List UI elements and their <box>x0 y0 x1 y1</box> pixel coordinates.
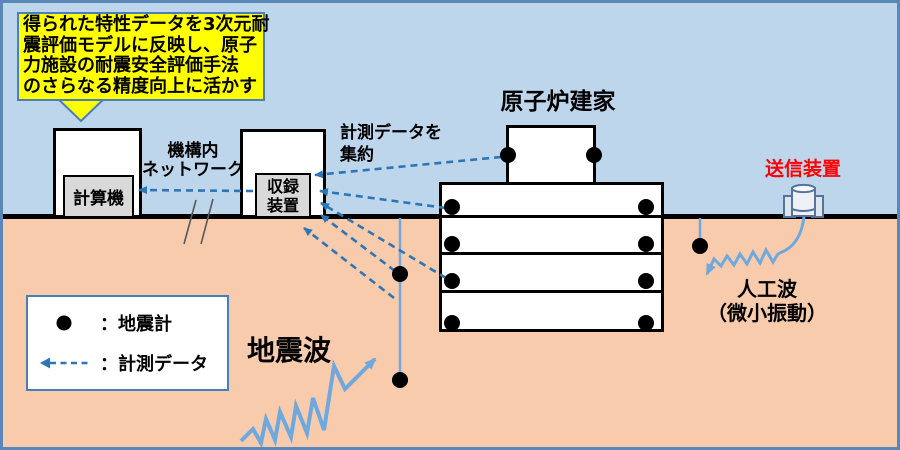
computer-label: 計算機 <box>73 189 124 209</box>
seismometer-legend-icon <box>28 314 100 332</box>
callout-bubble: 得られた特性データを3次元耐 震評価モデルに反映し、原子 力施設の耐震安全評価手… <box>17 12 270 101</box>
legend-row-data: ：計測データ <box>28 350 227 376</box>
recorder-label-line1: 収録 <box>266 176 299 196</box>
aggregate-label-line2: 集約 <box>340 145 374 165</box>
network-label-line1: 機構内 <box>167 141 219 161</box>
callout-line2: 震評価モデルに反映し、原子 <box>23 34 257 56</box>
legend-seismometer-label: ：地震計 <box>100 314 172 335</box>
reactor-building-penthouse <box>506 125 596 185</box>
reactor-building-main <box>439 182 664 332</box>
network-label: 機構内 ネットワーク <box>135 142 251 180</box>
callout-line1: 得られた特性データを3次元耐 <box>23 14 270 35</box>
legend-row-seismometer: ：地震計 <box>28 310 227 336</box>
recorder-label-line2: 装置 <box>266 195 299 215</box>
artificial-wave-label-line2: （微小振動） <box>707 301 827 325</box>
recorder-box: 収録 装置 <box>255 173 311 218</box>
computer-box: 計算機 <box>63 175 134 218</box>
transmitter-label: 送信装置 <box>764 158 841 180</box>
network-label-line2: ネットワーク <box>142 160 244 180</box>
callout-line3: 力施設の耐震安全評価手法 <box>23 55 239 76</box>
data-arrow-legend-icon <box>28 357 100 369</box>
aggregate-label-line1: 計測データを <box>340 123 442 143</box>
reactor-title: 原子炉建家 <box>500 89 616 115</box>
seismic-wave-label: 地震波 <box>247 334 332 367</box>
legend-box: ：地震計 ：計測データ <box>26 295 229 391</box>
callout-line4: のさらなる精度向上に活かす <box>23 75 257 97</box>
artificial-wave-label: 人工波 （微小振動） <box>691 277 843 325</box>
legend-data-label: ：計測データ <box>100 354 208 375</box>
aggregate-label: 計測データを 集約 <box>340 122 470 166</box>
artificial-wave-label-line1: 人工波 <box>737 277 797 301</box>
